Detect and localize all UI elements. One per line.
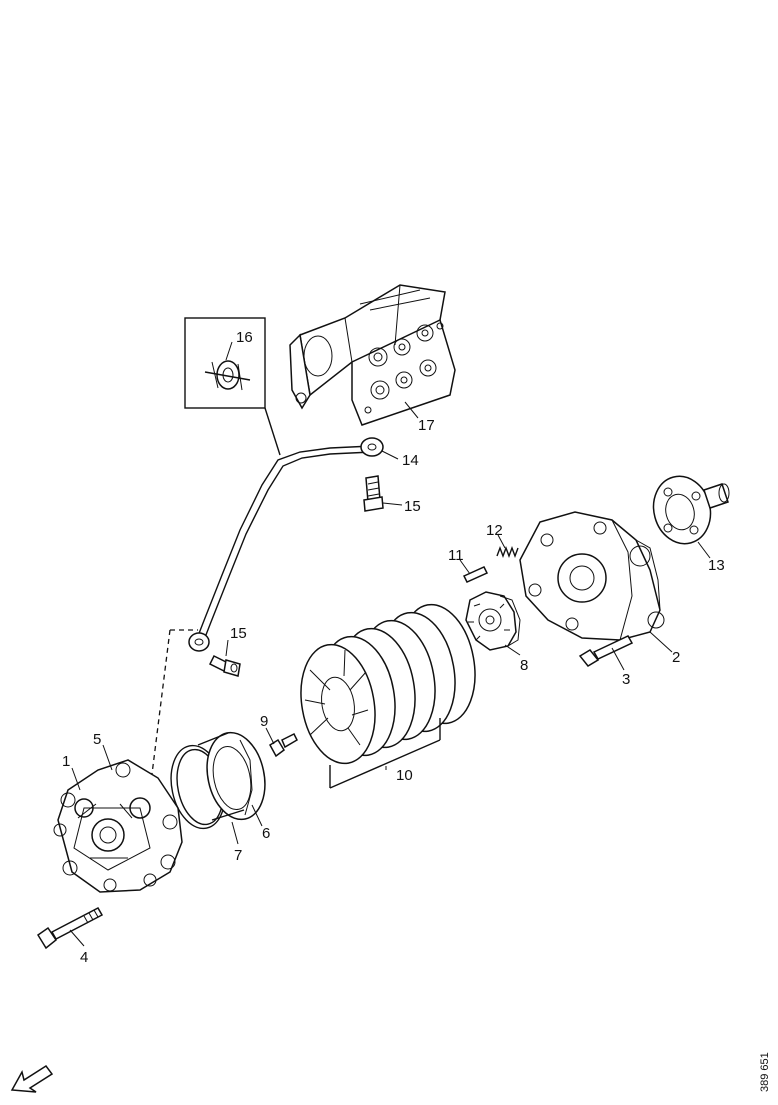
alignment-line-dashed bbox=[149, 629, 198, 791]
callout-15-upper: 15 bbox=[404, 498, 421, 515]
part-9-screw bbox=[269, 732, 298, 758]
callout-6: 6 bbox=[262, 825, 270, 842]
part-11-pin bbox=[462, 566, 489, 583]
arrow-down-left-icon bbox=[10, 1064, 54, 1093]
part-14-pipe bbox=[188, 437, 384, 652]
part-12-spring bbox=[496, 546, 519, 558]
callout-9: 9 bbox=[260, 713, 268, 730]
callout-2: 2 bbox=[672, 649, 680, 666]
callout-10: 10 bbox=[396, 767, 413, 784]
callout-16: 16 bbox=[236, 329, 253, 346]
part-16-detail-inset bbox=[184, 317, 281, 456]
callout-7: 7 bbox=[234, 847, 242, 864]
callout-3: 3 bbox=[622, 671, 630, 688]
part-10-clutch-disc-pack bbox=[300, 603, 476, 789]
callout-5: 5 bbox=[93, 731, 101, 748]
callout-8: 8 bbox=[520, 657, 528, 674]
callout-13: 13 bbox=[708, 557, 725, 574]
part-8-gear-hub bbox=[465, 591, 521, 651]
drawing-reference-number: 389 651 bbox=[759, 1052, 771, 1092]
callout-14: 14 bbox=[402, 452, 419, 469]
part-2-front-housing bbox=[519, 511, 665, 641]
part-1-rear-cover bbox=[53, 759, 183, 893]
callout-4: 4 bbox=[80, 949, 88, 966]
part-17-compressor-block bbox=[289, 284, 456, 426]
leader-lines bbox=[69, 341, 711, 947]
callout-labels: 16 17 14 15 12 11 13 15 2 8 3 9 10 5 1 6… bbox=[62, 329, 725, 966]
callout-12: 12 bbox=[486, 522, 503, 539]
callout-15-lower: 15 bbox=[230, 625, 247, 642]
callout-11: 11 bbox=[448, 547, 464, 564]
part-13-drive-flange bbox=[652, 475, 730, 545]
part-15-banjo-bolt-lower bbox=[208, 654, 241, 677]
part-3-bolt bbox=[578, 635, 634, 667]
callout-1: 1 bbox=[62, 753, 70, 770]
part-6-drum-housing bbox=[197, 731, 266, 821]
part-15-banjo-bolt-upper bbox=[363, 475, 384, 512]
part-4-bolt bbox=[36, 907, 104, 950]
callout-17: 17 bbox=[418, 417, 435, 434]
